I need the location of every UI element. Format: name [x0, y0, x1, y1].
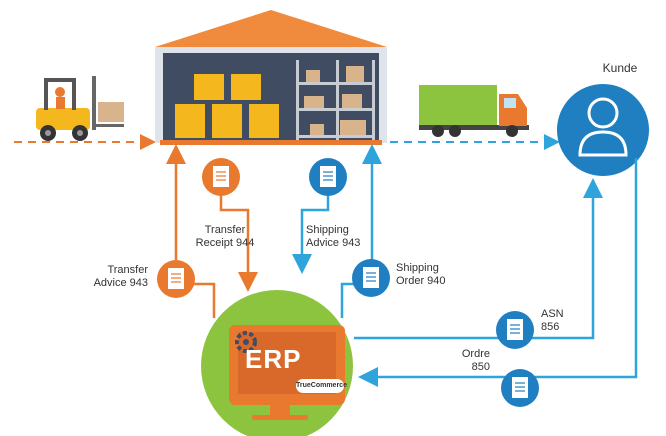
shipping-order-label: Shipping Order 940 [396, 262, 466, 288]
transfer-advice-label-line2: Advice 943 [93, 277, 148, 289]
asn-label: ASN 856 [541, 308, 581, 334]
customer-icon [557, 84, 649, 176]
asn-label-line1: ASN [541, 308, 564, 320]
warehouse-icon [155, 10, 387, 145]
transfer-advice-label: Transfer Advice 943 [78, 264, 148, 290]
gear-icon [235, 331, 257, 353]
transfer-receipt-label-line2: Receipt 944 [195, 237, 255, 249]
shipping-advice-label-line2: Advice 943 [306, 237, 361, 249]
document-icon [352, 259, 390, 297]
transfer-receipt-line [219, 195, 258, 292]
ordre-label-line1: Ordre [461, 348, 490, 360]
document-icon [501, 369, 539, 407]
document-icon [309, 158, 347, 196]
ordre-label-line2: 850 [471, 361, 490, 373]
document-icon [202, 158, 240, 196]
customer-label: Kunde [603, 61, 638, 75]
erp-label: ERP [245, 344, 302, 374]
document-icon [496, 311, 534, 349]
shipping-advice-label: Shipping Advice 943 [306, 224, 376, 250]
document-icon [157, 260, 195, 298]
truecommerce-logo: TrueCommerce [296, 379, 347, 393]
transfer-receipt-label: Transfer Receipt 944 [190, 224, 260, 250]
transfer-receipt-label-line1: Transfer [204, 224, 246, 236]
asn-line [354, 178, 603, 340]
asn-label-line2: 856 [541, 321, 560, 333]
shipping-advice-label-line1: Shipping [306, 224, 349, 236]
transfer-advice-label-line1: Transfer [107, 264, 148, 276]
ordre-line [358, 158, 638, 387]
transfer-advice-line [166, 144, 216, 318]
shipping-order-label-line2: Order 940 [396, 275, 446, 287]
shipping-advice-line [292, 195, 330, 274]
truck-icon [419, 85, 529, 137]
ordre-label: Ordre 850 [446, 348, 490, 374]
shipping-order-label-line1: Shipping [396, 262, 439, 274]
forklift-icon [36, 76, 124, 141]
